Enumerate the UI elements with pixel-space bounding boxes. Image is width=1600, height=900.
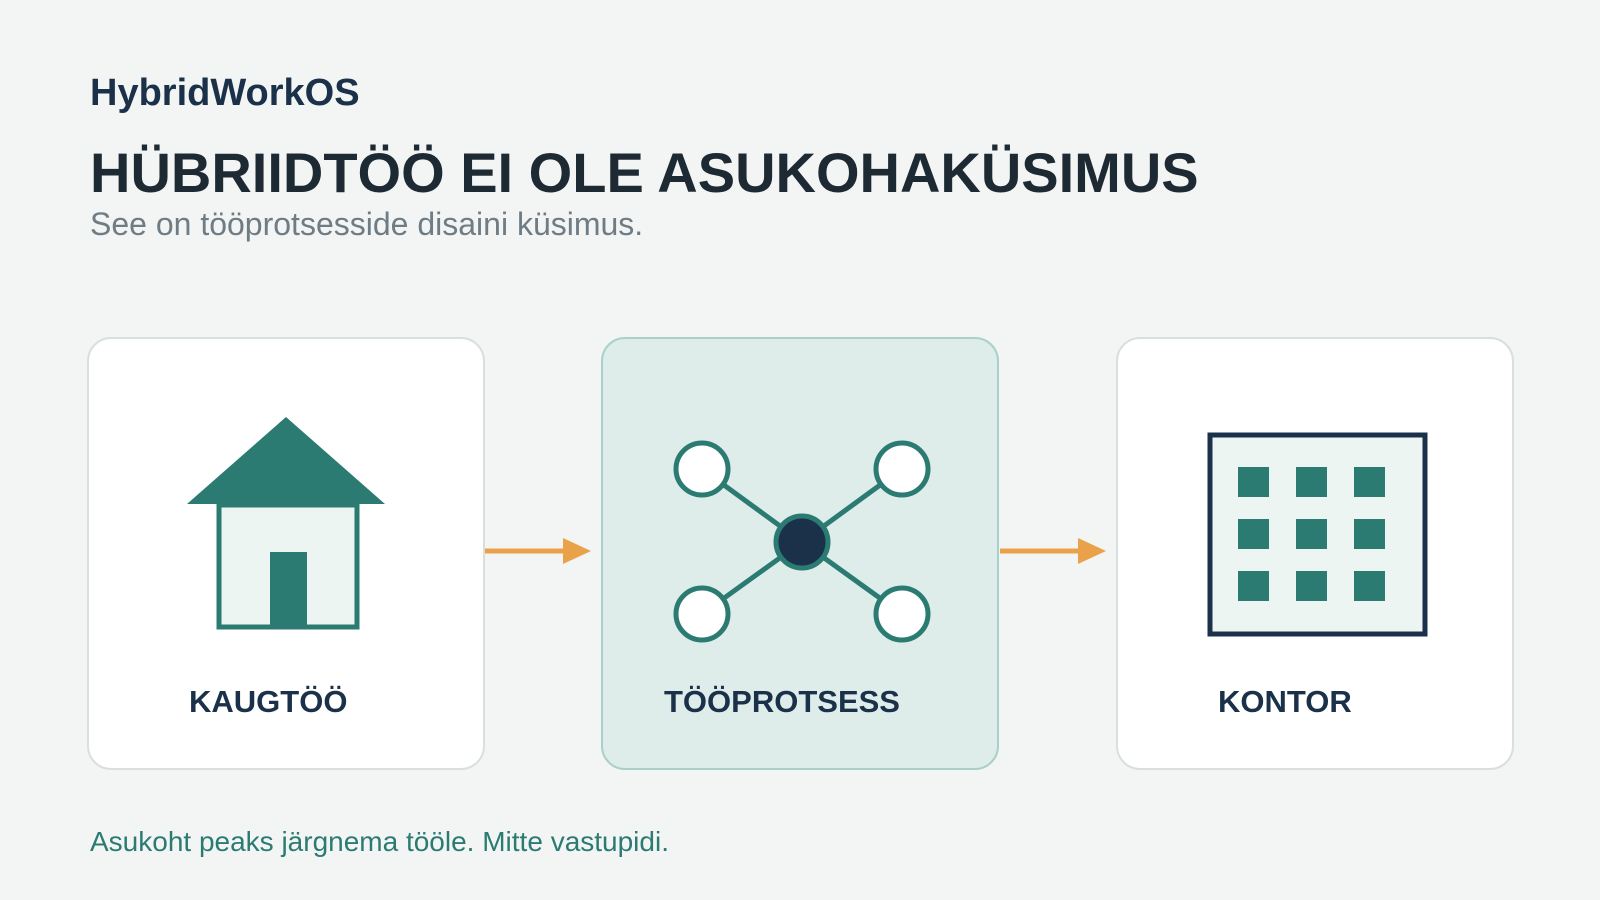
house-icon	[187, 417, 385, 630]
card-remote-work: KAUGTÖÖ	[87, 337, 485, 770]
subtitle: See on tööprotsesside disaini küsimus.	[90, 206, 644, 242]
flow-arrow-right-icon	[1000, 538, 1106, 564]
office-building-icon	[1207, 432, 1428, 637]
card-work-process: TÖÖPROTSESS	[601, 337, 999, 770]
card-label-office: KONTOR	[1218, 684, 1352, 719]
footer-tagline: Asukoht peaks järgnema tööle. Mitte vast…	[90, 826, 669, 857]
card-office: KONTOR	[1116, 337, 1514, 770]
network-hub-icon	[673, 440, 931, 643]
brand-name: HybridWorkOS	[90, 72, 360, 114]
headline: HÜBRIIDTÖÖ EI OLE ASUKOHAKÜSIMUS	[90, 141, 1199, 204]
card-label-remote-work: KAUGTÖÖ	[189, 684, 348, 719]
card-label-work-process: TÖÖPROTSESS	[664, 684, 900, 719]
flow-arrow-right-icon	[485, 538, 591, 564]
